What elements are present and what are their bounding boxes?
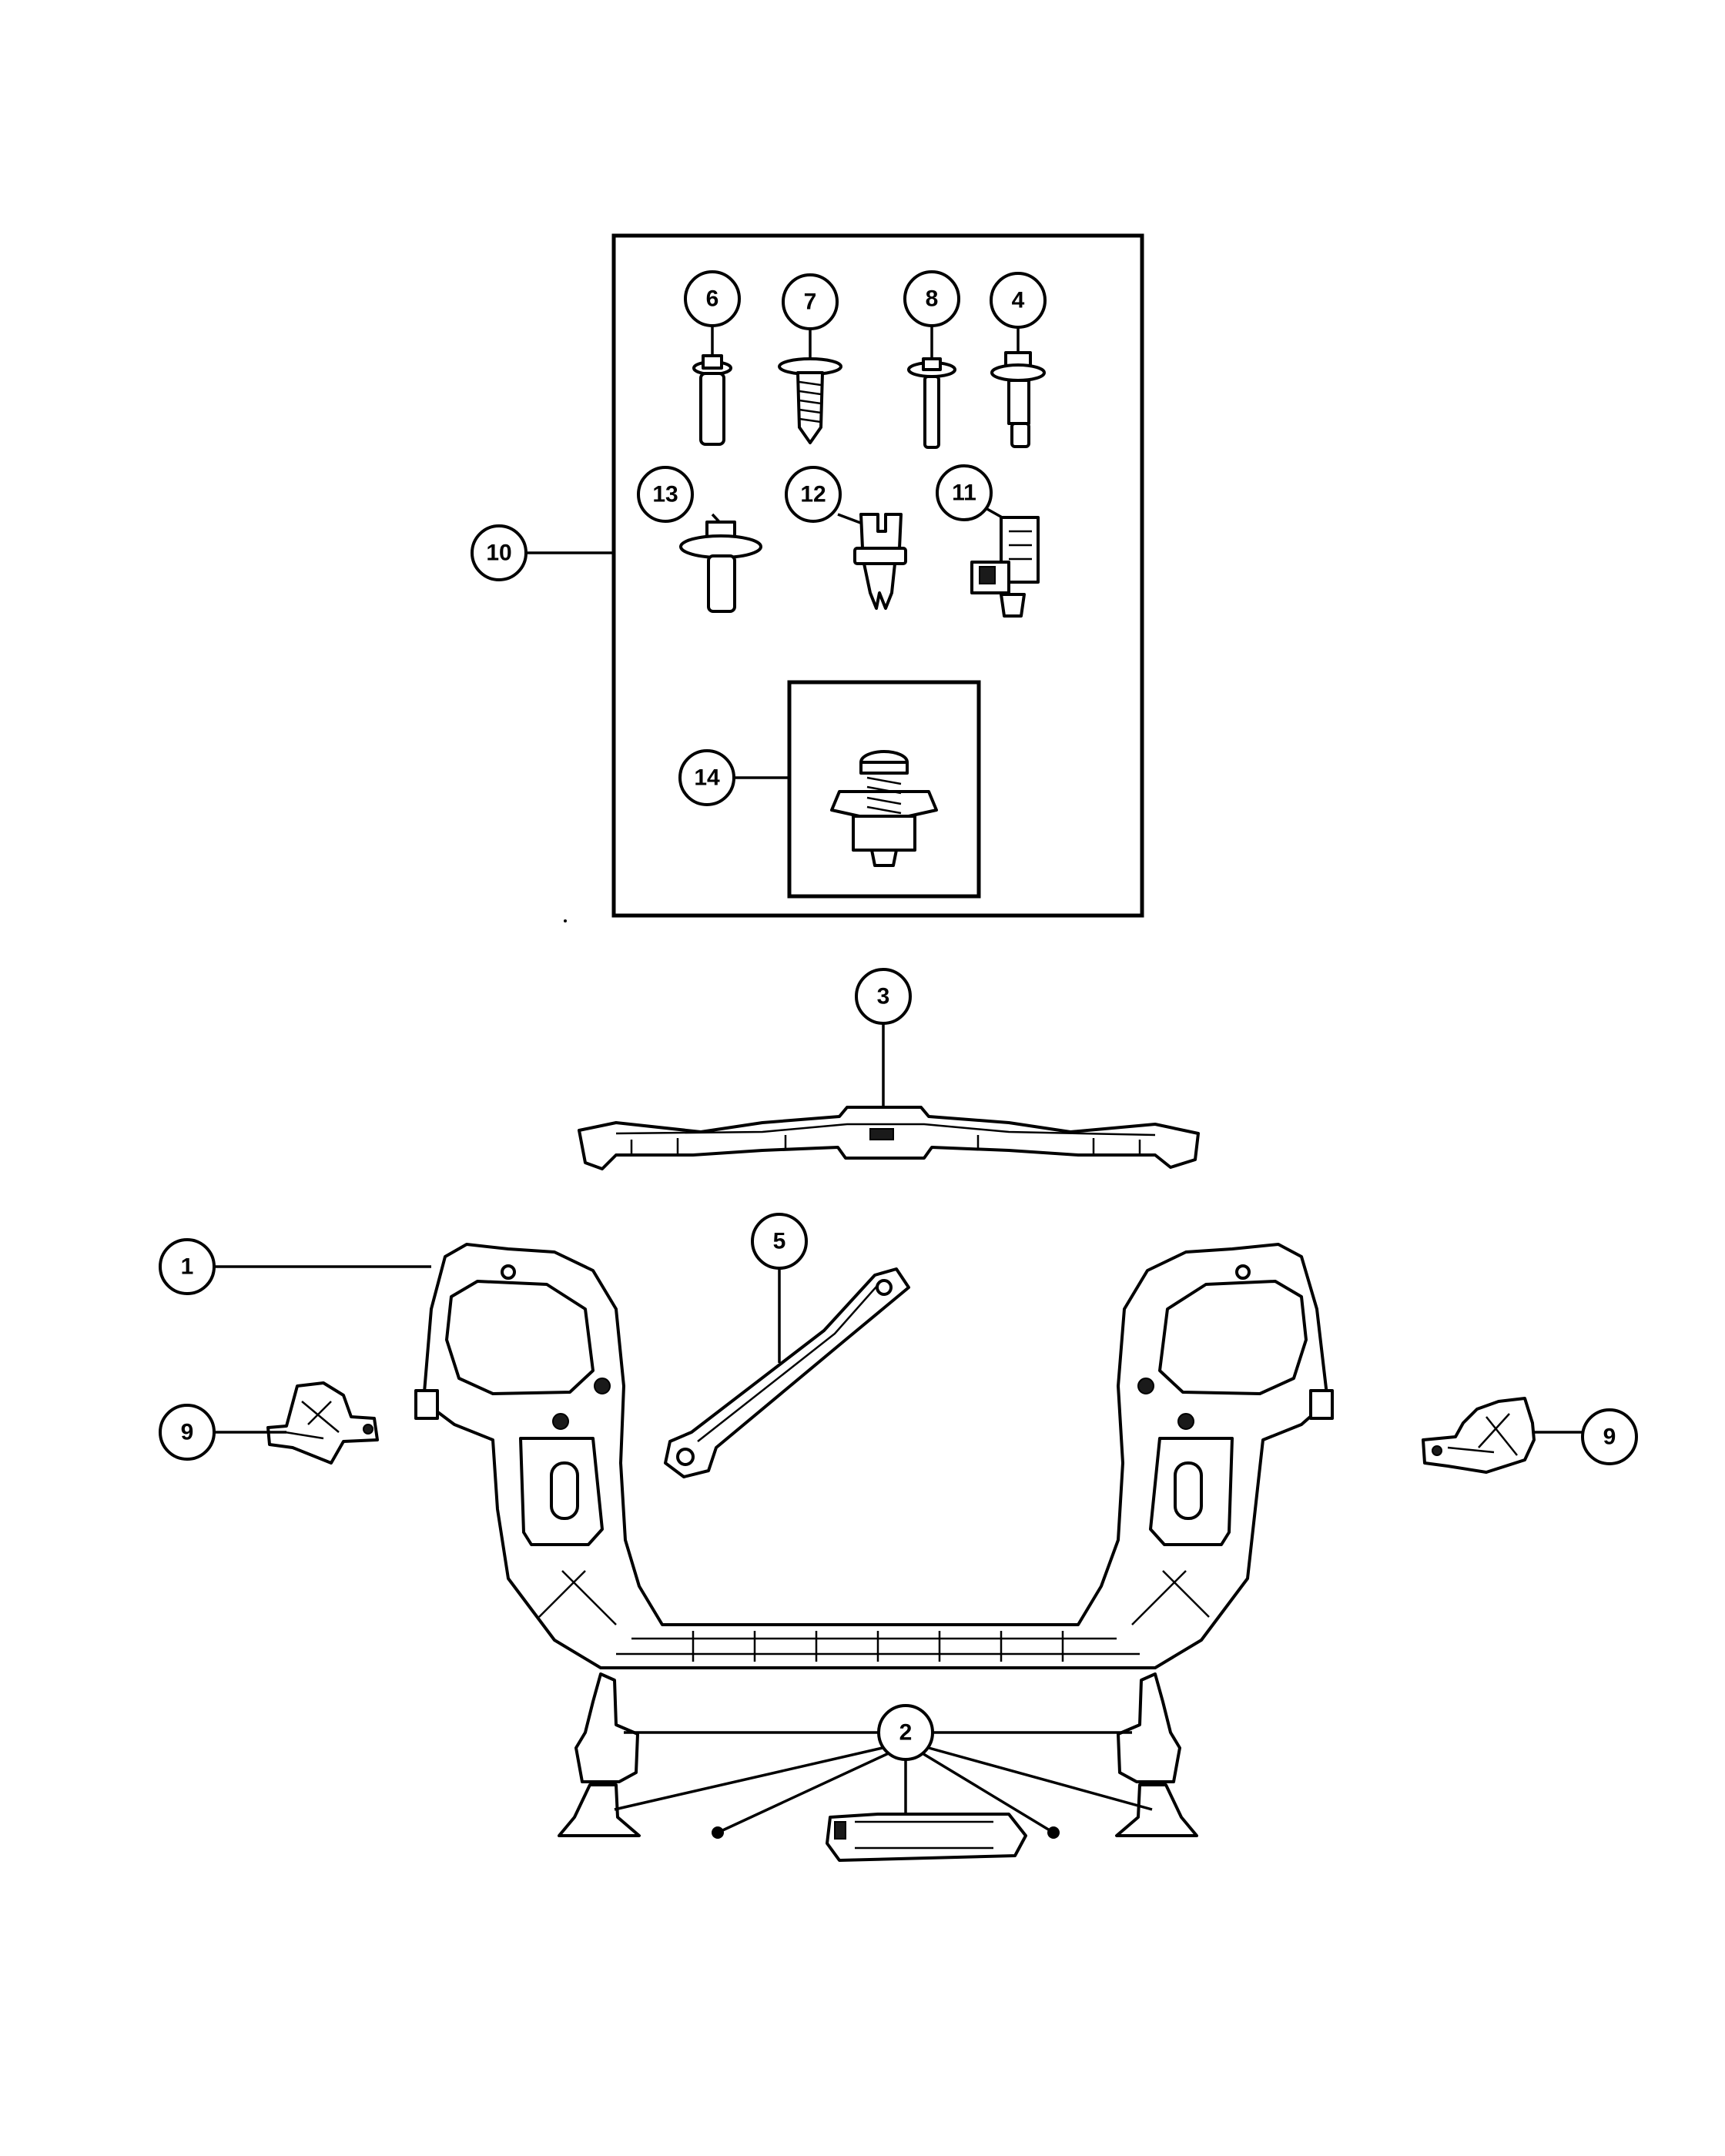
leader-lines [214, 551, 1582, 1839]
callout-3: 3 [855, 968, 912, 1025]
fastener-kit-box [611, 233, 1144, 918]
push-clip-icon [837, 513, 907, 610]
stray-dot [564, 919, 567, 922]
side-bracket-icon [266, 1381, 379, 1465]
lower-bracket-icon [558, 1672, 1198, 1862]
callout-13: 13 [637, 466, 694, 523]
callout-2: 2 [877, 1704, 934, 1761]
callout-6: 6 [684, 270, 741, 327]
callout-9-right-label: 9 [1603, 1424, 1616, 1450]
callout-7-label: 7 [804, 290, 817, 315]
upper-crossmember-icon [578, 1024, 1200, 1170]
side-bracket-icon [1422, 1397, 1536, 1474]
callout-1-label: 1 [181, 1254, 194, 1280]
callout-10: 10 [471, 524, 528, 581]
callout-9-left-label: 9 [181, 1420, 194, 1445]
callout-8-label: 8 [926, 286, 939, 312]
support-rod-icon [664, 1263, 910, 1478]
callout-1: 1 [159, 1238, 216, 1295]
callout-14: 14 [678, 749, 735, 806]
callout-3-label: 3 [877, 984, 890, 1009]
callout-12-label: 12 [800, 482, 826, 507]
callout-14-label: 14 [694, 765, 720, 791]
spring-fastener-icon [830, 750, 938, 867]
callout-5-label: 5 [773, 1229, 786, 1254]
fastener-14-subbox [787, 680, 981, 899]
callout-4: 4 [990, 272, 1047, 329]
callout-9-left: 9 [159, 1404, 216, 1461]
radiator-support-frame-icon [414, 1243, 1334, 1669]
push-pin-fastener-icon [778, 325, 842, 444]
callout-10-label: 10 [486, 541, 511, 566]
callout-11-label: 11 [952, 480, 976, 506]
callout-12: 12 [785, 466, 842, 523]
stepped-bolt-icon [990, 325, 1046, 448]
callout-6-label: 6 [706, 286, 719, 312]
retainer-clip-icon [970, 507, 1040, 618]
stud-bolt-icon [907, 323, 956, 449]
callout-13-label: 13 [652, 482, 678, 507]
callout-9-right: 9 [1581, 1408, 1638, 1465]
callout-8: 8 [903, 270, 960, 327]
flange-bolt-icon [679, 513, 762, 613]
callout-7: 7 [782, 273, 839, 330]
shoulder-bolt-icon [692, 323, 732, 446]
callout-5: 5 [751, 1213, 808, 1270]
callout-2-label: 2 [899, 1720, 913, 1746]
callout-4-label: 4 [1012, 288, 1025, 313]
callout-11: 11 [936, 464, 993, 521]
